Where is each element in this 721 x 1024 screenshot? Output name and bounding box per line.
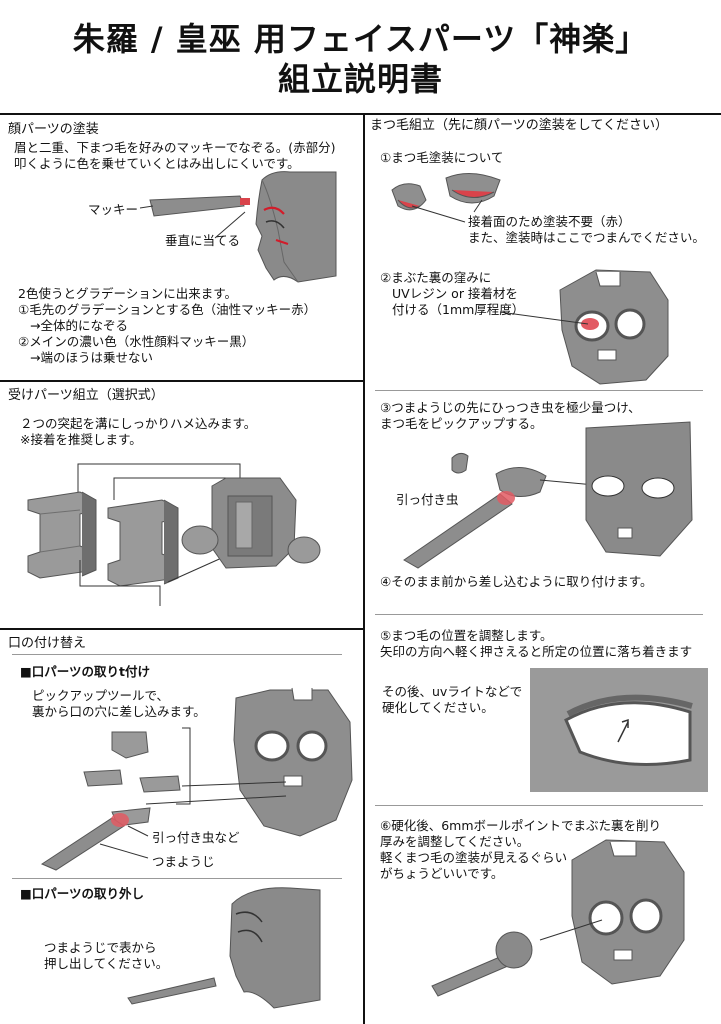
mouth-attach-text-2: 裏から口の穴に差し込みます。 xyxy=(32,704,206,719)
page-title: 朱羅 / 皇巫 用フェイスパーツ「神楽」 xyxy=(72,20,649,58)
lash-step6-4: がちょうどいいです。 xyxy=(380,866,504,881)
lash-step3-2: まつ毛をピックアップする。 xyxy=(380,416,543,431)
lashes-heading: まつ毛組立（先に顔パーツの塗装をしてください） xyxy=(370,118,668,133)
lash-step4: ④そのまま前から差し込むように取り付けます。 xyxy=(380,574,653,589)
lash-cure-2: 硬化してください。 xyxy=(382,700,494,715)
lash-step6-3: 軽くまつ毛の塗装が見えるぐらい xyxy=(380,850,568,865)
lash-step2-3: 付ける（1mm厚程度） xyxy=(392,302,525,317)
marker-illustration xyxy=(139,195,250,239)
receiver-line-2: ※接着を推奨します。 xyxy=(20,432,142,447)
header-divider xyxy=(0,113,721,115)
lash-step6-illustration xyxy=(431,839,685,997)
face-paint-heading: 顔パーツの塗装 xyxy=(8,122,99,137)
mouth-heading: 口の付け替え xyxy=(8,636,87,651)
right-divider-2 xyxy=(375,614,703,615)
gradient-text-1: 2色使うとグラデーションに出来ます。 xyxy=(18,286,237,301)
page-subtitle: 組立説明書 xyxy=(277,60,443,98)
toothpick-label: つまようじ xyxy=(152,854,215,869)
mouth-parts-illustration xyxy=(40,727,287,871)
lash-step6-2: 厚みを調整してください。 xyxy=(380,834,530,849)
lash-hook-label: 引っ付き虫 xyxy=(396,492,459,507)
left-divider-2 xyxy=(0,628,364,630)
lash-step5-1: ⑤まつ毛の位置を調整します。 xyxy=(380,628,553,643)
lash-step1-note-2: また、塗装時はここでつまんでください。 xyxy=(468,230,705,245)
gradient-text-2: ①毛先のグラデーションとする色（油性マッキー赤） xyxy=(18,302,317,317)
marker-label: マッキー xyxy=(88,202,139,217)
lash-step5-2: 矢印の方向へ軽く押さえると所定の位置に落ち着きます xyxy=(380,644,693,659)
receiver-block-1 xyxy=(27,491,97,579)
lash-step1-illustration xyxy=(391,173,501,223)
column-divider xyxy=(363,113,365,1024)
mouth-head-underline xyxy=(12,654,342,655)
lash-step1-note-1: 接着面のため塗装不要（赤） xyxy=(468,214,631,229)
lash-step6-1: ⑥硬化後、6mmボールポイントでまぶた裏を削り xyxy=(380,818,662,833)
receiver-heading: 受けパーツ組立（選択式） xyxy=(8,388,164,403)
receiver-parts-illustration xyxy=(27,463,321,606)
receiver-block-2 xyxy=(107,499,179,587)
mouth-sub-divider xyxy=(12,878,342,879)
perpendicular-label: 垂直に当てる xyxy=(165,233,241,248)
lash-step2-1: ②まぶた裏の窪みに xyxy=(380,270,492,285)
mouth-remove-text-1: つまようじで表から xyxy=(44,940,157,955)
face-paint-intro-1: 眉と二重、下まつ毛を好みのマッキーでなぞる。(赤部分) xyxy=(14,140,336,155)
hook-label: 引っ付き虫など xyxy=(152,830,240,845)
mouth-face-illustration xyxy=(233,687,353,837)
mouth-attach-text-1: ピックアップツールで、 xyxy=(32,688,170,703)
lash-step3-illustration xyxy=(403,421,693,569)
mouth-remove-heading: ■口パーツの取り外し xyxy=(20,886,145,901)
right-divider-3 xyxy=(375,805,703,806)
receiver-line-1: ２つの突起を溝にしっかりハメ込みます。 xyxy=(20,416,257,431)
lash-step5-illustration xyxy=(530,668,708,792)
lash-step2-illustration xyxy=(499,269,669,385)
face-profile-illustration xyxy=(255,171,337,283)
gradient-text-4: ②メインの濃い色（水性顔料マッキー黒） xyxy=(18,334,255,349)
gradient-text-3: →全体的になぞる xyxy=(30,318,128,333)
lash-step3-1: ③つまようじの先にひっつき虫を極少量つけ、 xyxy=(380,400,641,415)
mouth-remove-text-2: 押し出してください。 xyxy=(44,956,169,971)
lash-step1: ①まつ毛塗装について xyxy=(380,150,504,165)
mouth-remove-illustration xyxy=(127,887,321,1009)
gradient-text-5: →端のほうは乗せない xyxy=(30,350,153,365)
mouth-attach-heading: ■口パーツの取りt付け xyxy=(20,664,151,679)
face-paint-intro-2: 叩くように色を乗せていくとはみ出しにくいです。 xyxy=(14,156,300,171)
right-divider-1 xyxy=(375,390,703,391)
lash-cure-1: その後、uvライトなどで xyxy=(382,684,523,699)
lash-step2-2: UVレジン or 接着材を xyxy=(392,286,518,301)
left-divider-1 xyxy=(0,380,364,382)
